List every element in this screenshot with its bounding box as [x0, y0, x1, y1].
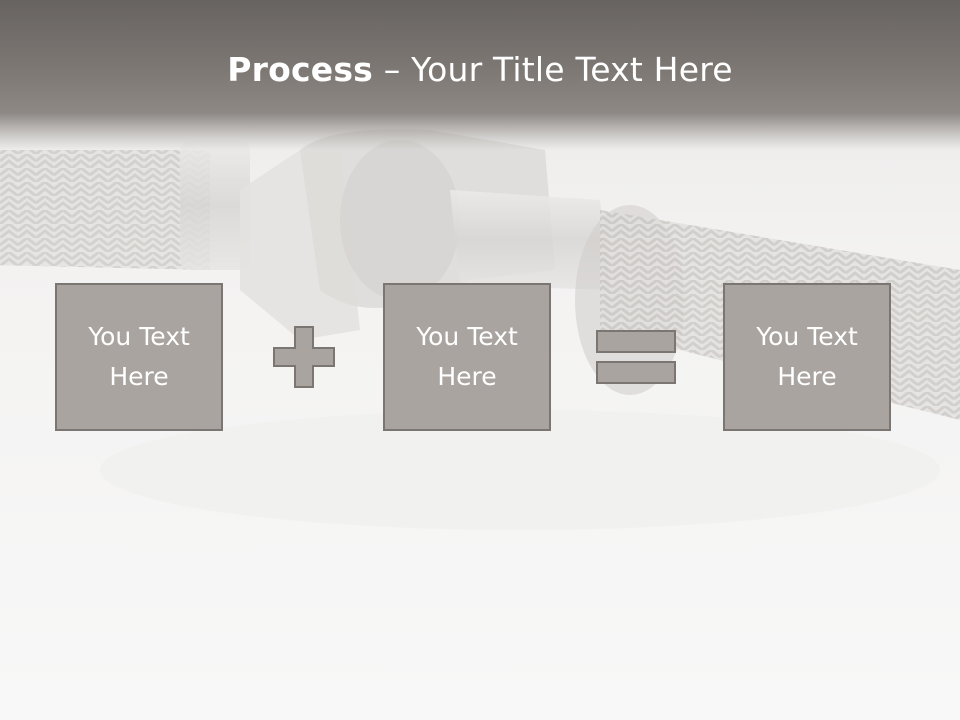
process-box-1[interactable]: You Text Here: [55, 283, 223, 431]
box-1-line2: Here: [109, 362, 169, 391]
box-3-line1: You Text: [756, 322, 858, 351]
slide-title: Process – Your Title Text Here: [0, 50, 960, 89]
title-band: [0, 0, 960, 150]
plus-icon: [273, 326, 335, 388]
box-2-line2: Here: [437, 362, 497, 391]
title-rest: – Your Title Text Here: [383, 50, 733, 89]
process-box-2[interactable]: You Text Here: [383, 283, 551, 431]
equals-icon: [596, 330, 676, 384]
box-1-line1: You Text: [88, 322, 190, 351]
box-3-line2: Here: [777, 362, 837, 391]
box-2-line1: You Text: [416, 322, 518, 351]
process-box-3[interactable]: You Text Here: [723, 283, 891, 431]
title-bold: Process: [227, 50, 374, 89]
